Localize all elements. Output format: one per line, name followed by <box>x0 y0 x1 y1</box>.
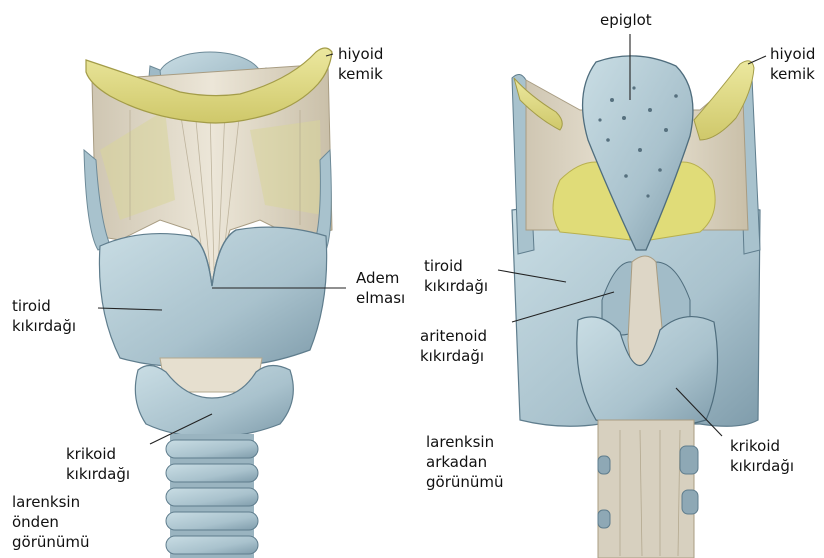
label-back-cricoid-line1: krikoid <box>730 436 794 456</box>
label-back-arytenoid-line1: aritenoid <box>420 326 487 346</box>
back-larynx <box>512 56 760 558</box>
label-back-thyroid: tiroid kıkırdağı <box>424 256 488 296</box>
label-front-adam-apple: Adem elması <box>356 268 405 308</box>
label-front-adam-line2: elması <box>356 288 405 308</box>
caption-front-line3: görünümü <box>12 532 90 552</box>
label-front-cricoid-line2: kıkırdağı <box>66 464 130 484</box>
label-back-cricoid: krikoid kıkırdağı <box>730 436 794 476</box>
label-back-epiglottis-line1: epiglot <box>600 10 652 30</box>
label-front-thyroid: tiroid kıkırdağı <box>12 296 76 336</box>
label-back-hyoid-line1: hiyoid <box>770 44 815 64</box>
front-trachea <box>166 434 258 558</box>
caption-back-line3: görünümü <box>426 472 504 492</box>
label-front-cricoid-line1: krikoid <box>66 444 130 464</box>
label-back-hyoid-line2: kemik <box>770 64 815 84</box>
caption-front-line2: önden <box>12 512 90 532</box>
caption-back-line1: larenksin <box>426 432 504 452</box>
label-front-adam-line1: Adem <box>356 268 405 288</box>
caption-front-line1: larenksin <box>12 492 90 512</box>
label-back-arytenoid-line2: kıkırdağı <box>420 346 487 366</box>
label-back-arytenoid: aritenoid kıkırdağı <box>420 326 487 366</box>
label-back-thyroid-line1: tiroid <box>424 256 488 276</box>
caption-back-view: larenksin arkadan görünümü <box>426 432 504 492</box>
label-front-hyoid-line2: kemik <box>338 64 383 84</box>
label-front-hyoid: hiyoid kemik <box>338 44 383 84</box>
caption-back-line2: arkadan <box>426 452 504 472</box>
label-front-cricoid: krikoid kıkırdağı <box>66 444 130 484</box>
label-front-hyoid-line1: hiyoid <box>338 44 383 64</box>
label-back-thyroid-line2: kıkırdağı <box>424 276 488 296</box>
back-trachea <box>598 420 698 558</box>
leader-back-hyoid <box>748 56 766 64</box>
label-front-thyroid-line2: kıkırdağı <box>12 316 76 336</box>
caption-front-view: larenksin önden görünümü <box>12 492 90 552</box>
label-back-cricoid-line2: kıkırdağı <box>730 456 794 476</box>
label-back-hyoid: hiyoid kemik <box>770 44 815 84</box>
label-front-thyroid-line1: tiroid <box>12 296 76 316</box>
label-back-epiglottis: epiglot <box>600 10 652 30</box>
